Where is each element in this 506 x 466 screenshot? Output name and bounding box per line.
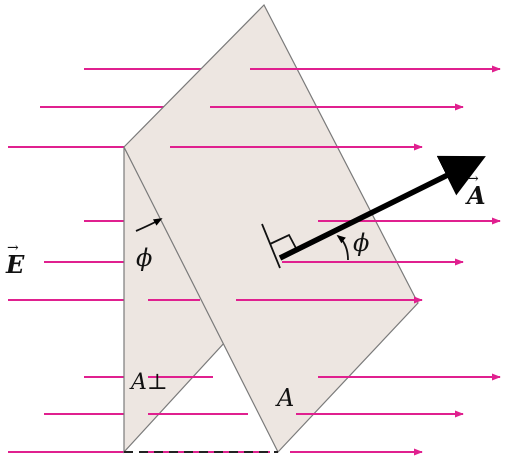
angle-label-right: ϕ <box>353 229 369 257</box>
field-lines-front <box>170 65 501 456</box>
area-vector-overarrow: → <box>467 171 479 187</box>
angle-label-left: ϕ <box>136 244 152 272</box>
angle-arc-left <box>135 218 163 232</box>
angle-arc-right <box>336 234 349 261</box>
area-vector-arrow <box>278 155 486 261</box>
right-angle-marker <box>261 223 299 269</box>
plane-area-label: A <box>275 384 294 412</box>
plane-tick-line <box>261 223 281 269</box>
field-vector-overarrow: → <box>7 240 19 256</box>
area-vector-label: A <box>465 181 486 210</box>
projected-area-label: A⊥ <box>129 370 168 395</box>
field-label-E: E <box>5 250 25 279</box>
right-angle-box <box>269 233 299 253</box>
